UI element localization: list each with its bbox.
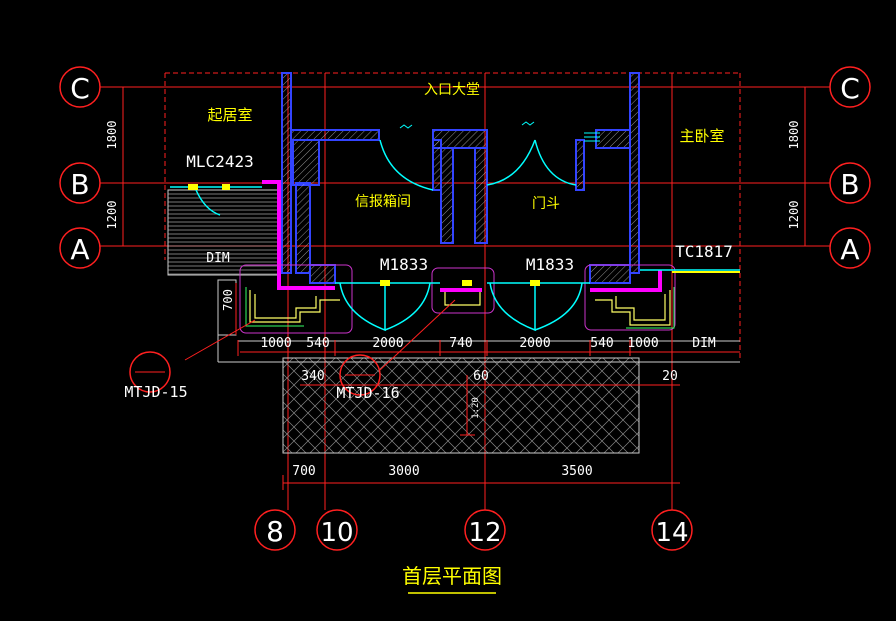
room-mailbox: 信报箱间 bbox=[355, 194, 411, 210]
slope-note: 1:20 bbox=[471, 397, 481, 419]
dim-row2-20: 20 bbox=[662, 369, 678, 384]
dim-row3-3500: 3500 bbox=[561, 464, 592, 479]
left-balcony bbox=[167, 189, 279, 276]
horizontal-dimensions bbox=[237, 340, 740, 490]
grid-col-14: 14 bbox=[655, 518, 688, 548]
grid-row-b-right: B bbox=[840, 168, 859, 201]
grid-row-c-right: C bbox=[840, 72, 860, 105]
dim-row1-540a: 540 bbox=[306, 336, 329, 351]
label-door-left: M1833 bbox=[380, 255, 428, 274]
door-marks bbox=[188, 184, 540, 286]
room-vestibule: 门斗 bbox=[532, 196, 560, 212]
room-master-bedroom: 主卧室 bbox=[679, 127, 724, 145]
tag-mtjd-16: MTJD-16 bbox=[336, 384, 399, 402]
label-window-left: MLC2423 bbox=[186, 152, 253, 171]
dim-right-1800: 1800 bbox=[787, 121, 801, 150]
parapet-details bbox=[249, 290, 671, 326]
dim-side-700: 700 bbox=[221, 289, 235, 311]
grid-col-10: 10 bbox=[320, 518, 353, 548]
dim-row2-340: 340 bbox=[301, 369, 324, 384]
dim-row1-dim: DIM bbox=[692, 336, 716, 351]
label-window-right: TC1817 bbox=[675, 242, 733, 261]
dim-row1-2000a: 2000 bbox=[372, 336, 403, 351]
grid-row-c-left: C bbox=[70, 72, 90, 105]
dim-row3-3000: 3000 bbox=[388, 464, 419, 479]
walls bbox=[281, 72, 640, 284]
dim-row1-1000b: 1000 bbox=[627, 336, 658, 351]
grid-circles bbox=[59, 66, 871, 551]
fixtures bbox=[399, 121, 600, 142]
parapet-green bbox=[245, 287, 675, 329]
label-door-right: M1833 bbox=[526, 255, 574, 274]
dim-row1-740: 740 bbox=[449, 336, 472, 351]
grid-col-12: 12 bbox=[468, 518, 501, 548]
tag-divider-lines bbox=[135, 371, 375, 376]
dim-row3-700: 700 bbox=[292, 464, 315, 479]
tag-mtjd-15: MTJD-15 bbox=[124, 383, 187, 401]
grid-row-a-right: A bbox=[840, 233, 859, 266]
dim-row2-60: 60 bbox=[473, 369, 489, 384]
grid-row-b-left: B bbox=[70, 168, 89, 201]
dim-row1-540b: 540 bbox=[590, 336, 613, 351]
dim-row1-2000b: 2000 bbox=[519, 336, 550, 351]
terrace-area bbox=[217, 279, 740, 454]
tag-leaders bbox=[184, 299, 475, 436]
highlight-walls bbox=[262, 180, 662, 292]
drawing-title: 首层平面图 bbox=[402, 564, 502, 588]
grid-col-8: 8 bbox=[266, 515, 284, 548]
dim-right-1200: 1200 bbox=[787, 201, 801, 230]
highlight-boxes bbox=[239, 264, 676, 334]
room-lobby: 入口大堂 bbox=[424, 82, 480, 98]
vertical-dimensions bbox=[118, 86, 810, 335]
label-dim-left: DIM bbox=[206, 251, 230, 266]
dashed-boundary bbox=[164, 72, 741, 360]
grid-row-a-left: A bbox=[70, 233, 89, 266]
dim-left-1200: 1200 bbox=[105, 201, 119, 230]
dim-row1-1000a: 1000 bbox=[260, 336, 291, 351]
room-living: 起居室 bbox=[207, 106, 252, 124]
dim-left-1800: 1800 bbox=[105, 121, 119, 150]
